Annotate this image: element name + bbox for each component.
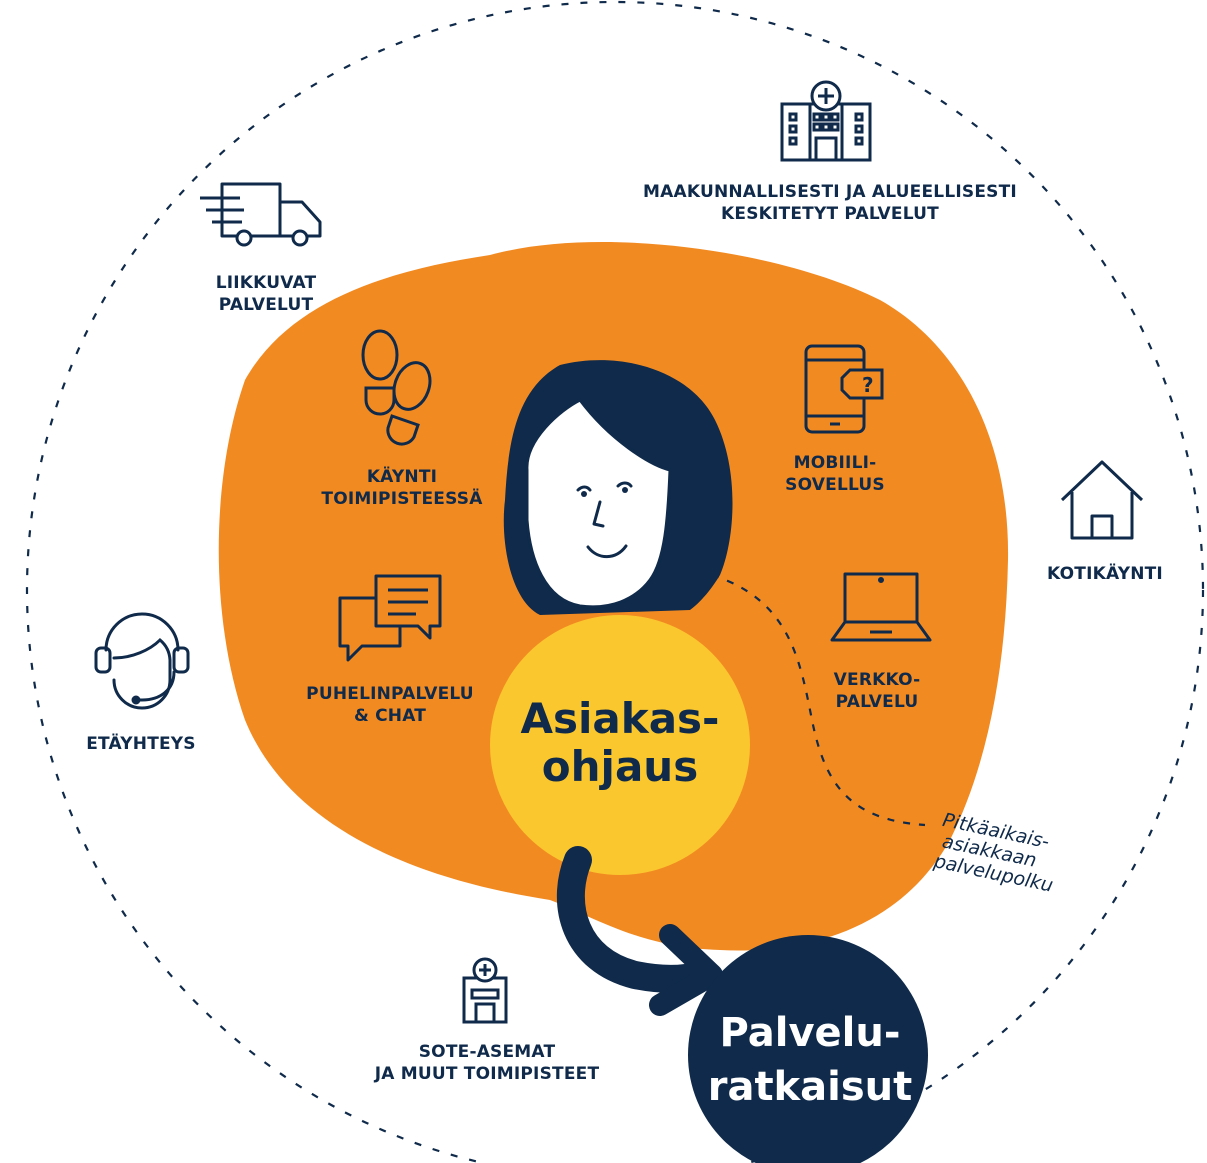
svg-text:?: ? <box>862 373 874 397</box>
label-verkko: VERKKO- PALVELU <box>833 670 921 712</box>
right-eye <box>616 481 633 488</box>
delivery-truck-icon <box>200 182 322 247</box>
label-puhelin: PUHELINPALVELU & CHAT <box>306 684 474 726</box>
label-kotikaynti: KOTIKÄYNTI <box>1047 564 1163 584</box>
arrow-curve <box>556 846 714 993</box>
asiakasohjaus-title: Asiakas- ohjaus <box>520 694 720 791</box>
yellow-circle <box>490 615 750 875</box>
smile <box>586 544 628 559</box>
footprints-icon <box>361 329 432 446</box>
label-mobiili: MOBIILI- SOVELLUS <box>785 453 885 495</box>
mobile-help-icon: ? <box>804 344 884 434</box>
label-soteasemat: SOTE-ASEMAT JA MUUT TOIMIPISTEET <box>374 1042 600 1084</box>
headset-icon <box>94 612 190 710</box>
outer-dashed-ring <box>26 1 1204 1163</box>
hospital-building-icon <box>780 80 872 162</box>
label-kaynti: KÄYNTI TOIMIPISTEESSÄ <box>321 467 483 509</box>
laptop-icon <box>830 572 932 642</box>
chat-bubbles-icon <box>338 574 442 662</box>
palveluratkaisut-title: Palvelu- ratkaisut <box>707 1010 913 1110</box>
label-maakunnalliset: MAAKUNNALLISESTI JA ALUEELLISESTI KESKIT… <box>643 182 1017 224</box>
navy-circle <box>688 935 928 1163</box>
label-liikkuvat: LIIKKUVAT PALVELUT <box>215 273 317 315</box>
health-station-icon <box>462 957 508 1024</box>
label-etayhteys: ETÄYHTEYS <box>86 734 196 754</box>
left-eye <box>576 485 592 492</box>
arrow-head <box>649 924 723 1016</box>
nose <box>592 500 605 528</box>
house-icon <box>1060 460 1144 540</box>
